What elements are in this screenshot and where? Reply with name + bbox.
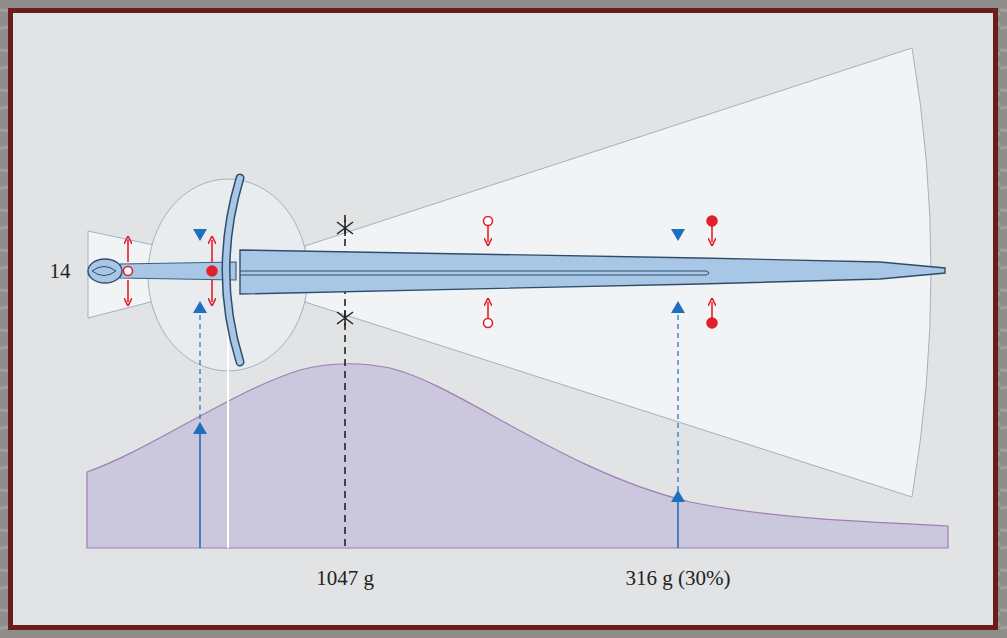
mass-label: 316 g (30%)	[626, 567, 731, 590]
frame	[8, 8, 998, 630]
pivot-line	[199, 315, 200, 428]
pommel-detail	[92, 267, 116, 276]
pivot-marker	[671, 229, 685, 313]
pivot-line	[677, 502, 679, 548]
pivot-line	[199, 434, 201, 548]
node-marker	[124, 216, 718, 328]
balance-mark	[337, 220, 353, 236]
blade	[240, 250, 945, 294]
panel	[13, 13, 993, 625]
cross-guard	[226, 178, 240, 362]
cross-guard	[226, 178, 240, 362]
pivot-line	[677, 315, 678, 496]
mass-label: 1047 g	[316, 567, 374, 590]
pommel	[88, 259, 122, 283]
pivot-marker	[193, 229, 207, 313]
callout-number: 14	[50, 260, 71, 283]
guard-line	[227, 300, 229, 548]
grip	[120, 262, 236, 280]
fuller	[240, 271, 709, 275]
balance-mark	[337, 310, 353, 326]
pivot-arrow	[671, 490, 685, 502]
pivot-arrow	[193, 422, 207, 434]
